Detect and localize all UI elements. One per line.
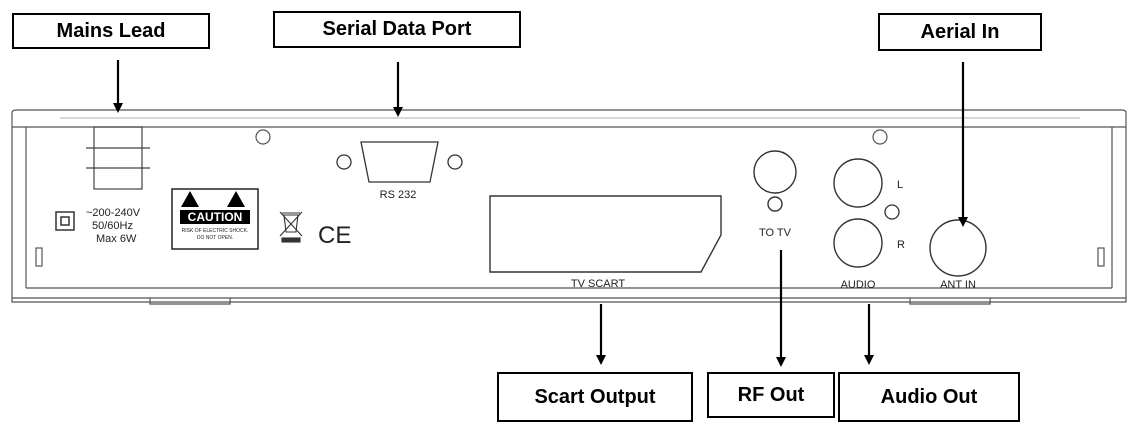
caution-label: CAUTION RISK OF ELECTRIC SHOCK. DO NOT O… [171,188,259,250]
audio-right-connector [833,218,883,268]
mains-lead-socket [86,126,150,190]
callout-mains-lead: Mains Lead [12,13,210,49]
audio-indicator-hole [884,204,900,220]
callout-rf-out: RF Out [707,372,835,418]
rs232-label: RS 232 [380,189,417,201]
tv-scart-label: TV SCART [571,278,625,290]
ant-in-label: ANT IN [940,279,976,291]
weee-bin-icon [279,211,303,243]
ce-mark: CE [318,222,351,249]
rs232-port [336,141,463,183]
caution-line2: DO NOT OPEN. [197,235,233,241]
tv-scart-connector [489,195,722,273]
callout-audio-out: Audio Out [838,372,1020,422]
power-rating-line2: 50/60Hz [92,220,133,232]
audio-left-connector [833,158,883,208]
audio-label: AUDIO [841,279,876,291]
double-insulation-icon [55,211,75,231]
callout-scart-output: Scart Output [497,372,693,422]
audio-left-label: L [897,179,903,191]
caution-text: CAUTION [188,210,243,224]
mounting-hole-left [255,129,271,145]
chassis-outline [11,109,1127,305]
caution-line1: RISK OF ELECTRIC SHOCK. [182,228,249,234]
to-tv-label: TO TV [759,227,792,239]
mounting-hole-right [872,129,888,145]
power-rating-line1: ~200-240V [86,207,141,219]
power-rating-line3: Max 6W [96,233,137,245]
callout-serial-data-port: Serial Data Port [273,11,521,48]
ant-in-connector [929,219,987,277]
audio-right-label: R [897,239,905,251]
callout-aerial-in: Aerial In [878,13,1042,51]
rf-out-connector [753,150,797,212]
